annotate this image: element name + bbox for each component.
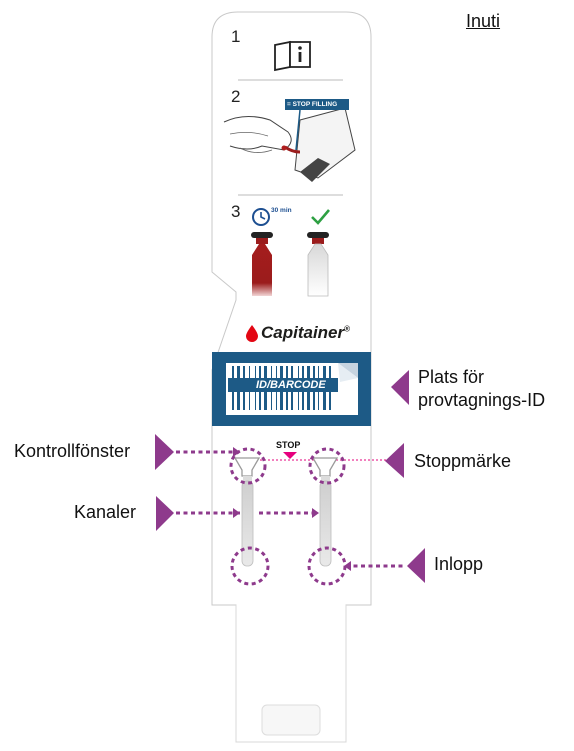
clock-icon — [252, 208, 270, 226]
barcode-label: ID/BARCODE — [256, 379, 326, 391]
finger-illustration — [223, 107, 356, 182]
arrow-stop-mark — [385, 443, 404, 478]
arrow-id-place — [391, 370, 409, 405]
label-id-place-line1: Plats för — [418, 367, 485, 387]
step-3-number: 3 — [231, 202, 241, 221]
step-1-number: 1 — [231, 27, 241, 46]
channel-left — [233, 457, 261, 567]
barcode-sticker — [226, 363, 358, 415]
page-title: Inuti — [466, 11, 501, 31]
stop-filling-callout-box — [285, 99, 349, 110]
arrow-inlet — [407, 548, 425, 583]
label-control-window: Kontrollfönster — [14, 441, 131, 461]
step-2-number: 2 — [231, 87, 241, 106]
channel-right — [311, 457, 339, 567]
control-window-left-circle — [229, 447, 267, 485]
label-id-place-line2: provtagnings-ID — [418, 390, 546, 410]
control-window-right-circle — [308, 447, 346, 485]
label-stop-mark: Stoppmärke — [414, 451, 512, 471]
pointer-lines — [176, 450, 405, 568]
arrow-control-window — [155, 434, 174, 470]
pointer-arrows — [155, 370, 425, 583]
label-id-place: Plats för provtagnings-ID — [418, 366, 545, 412]
arrow-channels — [156, 496, 174, 531]
stop-triangle-icon — [283, 452, 297, 459]
label-inlet: Inlopp — [434, 554, 484, 574]
tube-filled — [251, 232, 273, 296]
timer-label: 30 min — [271, 207, 292, 214]
capitainer-logo-icon — [246, 325, 258, 342]
inlet-left-circle — [230, 546, 270, 586]
brand-name: Capitainer® — [261, 323, 351, 342]
stop-filling-callout-text: = STOP FILLING — [287, 101, 338, 108]
stop-marker-label: STOP — [276, 440, 301, 450]
info-book-icon — [274, 40, 311, 72]
label-channels: Kanaler — [74, 502, 137, 522]
checkmark-icon — [311, 209, 330, 225]
stop-filling-callout-line — [295, 109, 301, 151]
card-bottom-slot — [261, 704, 321, 736]
tube-empty — [307, 232, 329, 297]
